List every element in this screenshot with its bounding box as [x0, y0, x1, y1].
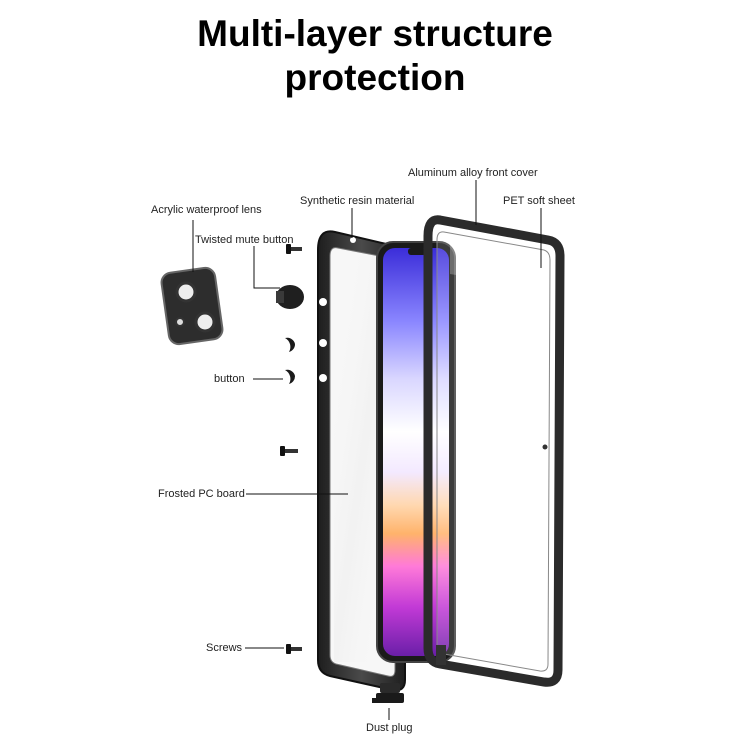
label-screws: Screws	[206, 642, 243, 654]
button-part-upper	[285, 337, 296, 352]
label-frosted-pc: Frosted PC board	[158, 488, 245, 500]
front-cover	[423, 215, 565, 687]
label-acrylic-lens: Acrylic waterproof lens	[151, 204, 262, 216]
screw-middle	[280, 446, 298, 456]
leader-mute-button	[253, 246, 280, 289]
label-dust-plug: Dust plug	[366, 722, 413, 734]
screw-bottom	[286, 644, 302, 654]
dust-plug-part	[372, 683, 404, 703]
label-aluminum-cover: Aluminum alloy front cover	[408, 167, 538, 179]
title-line-1: Multi-layer structure	[197, 13, 553, 54]
title-line-2: protection	[284, 57, 466, 98]
label-twisted-mute-button: Twisted mute button	[195, 234, 294, 246]
mute-button-part	[276, 285, 304, 309]
label-synthetic-resin: Synthetic resin material	[300, 195, 415, 207]
camera-lens-cover	[160, 266, 224, 346]
label-button: button	[214, 373, 245, 385]
button-part-lower	[285, 369, 296, 384]
leader-lines	[192, 180, 542, 720]
label-pet-sheet: PET soft sheet	[503, 195, 575, 207]
screw-top	[286, 244, 302, 254]
